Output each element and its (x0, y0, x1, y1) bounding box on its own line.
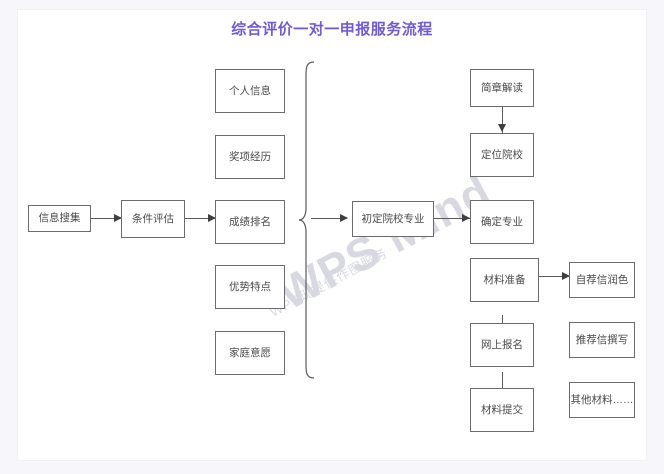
connector-preliminary-to-confirm (434, 218, 470, 219)
arrowhead-info-to-eval (114, 214, 122, 222)
connector-signup-to-submit (502, 372, 503, 398)
connector-brochure-to-locate (502, 107, 503, 133)
node-score-rank[interactable]: 成绩排名 (215, 200, 285, 244)
connector-eval-to-rank (185, 218, 215, 219)
page-title: 综合评价一对一申报服务流程 (231, 21, 433, 38)
node-rec-letter-write[interactable]: 推荐信撰写 (569, 322, 635, 358)
node-award-exp[interactable]: 奖项经历 (215, 135, 285, 179)
connector-material-to-polish (539, 276, 569, 277)
arrowhead-material-to-polish (562, 272, 570, 280)
node-online-signup[interactable]: 网上报名 (470, 323, 534, 367)
node-other-materials[interactable]: 其他材料…… (569, 382, 635, 418)
connector-info-to-eval (91, 218, 121, 219)
arrowhead-preliminary-to-confirm (462, 214, 470, 222)
node-material-prep[interactable]: 材料准备 (470, 258, 539, 302)
arrowhead-brace-to-preliminary (340, 214, 348, 222)
node-advantage[interactable]: 优势特点 (215, 265, 285, 309)
node-material-submit[interactable]: 材料提交 (470, 388, 534, 432)
connector-brace-to-preliminary (311, 218, 347, 219)
node-personal-info[interactable]: 个人信息 (215, 69, 285, 113)
node-family-will[interactable]: 家庭意愿 (215, 331, 285, 375)
node-info-collect[interactable]: 信息搜集 (28, 205, 91, 232)
arrowhead-eval-to-rank (208, 214, 216, 222)
node-preliminary-major[interactable]: 初定院校专业 (352, 201, 434, 237)
node-brochure-read[interactable]: 简章解读 (470, 69, 534, 107)
flowchart-canvas: 综合评价一对一申报服务流程 WPS Mind WPS现提供作图服务 信息搜集 条… (18, 10, 646, 460)
node-confirm-major[interactable]: 确定专业 (470, 200, 534, 244)
node-self-rec-polish[interactable]: 自荐信润色 (569, 262, 635, 298)
node-locate-school[interactable]: 定位院校 (470, 133, 534, 177)
arrowhead-brochure-to-locate (498, 124, 506, 132)
node-condition-eval[interactable]: 条件评估 (121, 200, 185, 238)
group-brace (298, 61, 315, 379)
